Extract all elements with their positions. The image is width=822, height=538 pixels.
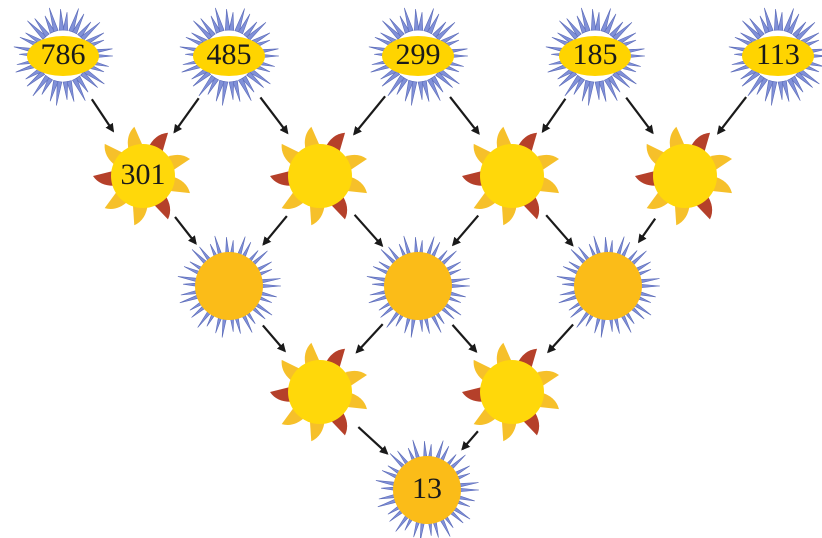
node-row2-4 (635, 126, 733, 226)
daisy-icon (366, 235, 471, 338)
daisy-oval-icon (545, 7, 646, 106)
arrow-row1-5-to-row2-4 (717, 96, 748, 135)
node-row1-4: 185 (545, 7, 646, 106)
node-row3-1 (177, 235, 282, 338)
arrow-row1-4-to-row2-4 (625, 96, 654, 135)
node-row2-3 (462, 126, 560, 226)
daisy-icon (177, 235, 282, 338)
node-row1-2: 485 (179, 7, 280, 106)
nodes-layer: 786 485 299 185 113 301 13 (13, 7, 822, 538)
arrow-row3-2-to-row4-2 (451, 324, 478, 353)
daisy-oval-icon (179, 7, 280, 106)
arrow-row2-1-to-row3-1 (174, 216, 197, 245)
node-row3-3 (556, 235, 661, 338)
arrow-row4-2-to-row5-1 (461, 430, 479, 451)
arrow-row3-2-to-row4-1 (355, 323, 384, 354)
daisy-icon (556, 235, 661, 338)
node-value-row5-1: 13 (412, 472, 442, 505)
arrow-row1-3-to-row2-2 (353, 95, 386, 136)
node-row5-1: 13 (375, 439, 480, 538)
arrow-row2-4-to-row3-3 (637, 217, 657, 244)
arrow-row1-2-to-row2-1 (173, 97, 200, 134)
node-row4-1 (270, 342, 368, 442)
daisy-oval-icon (728, 7, 822, 106)
arrows-layer (90, 95, 748, 455)
arrow-row3-1-to-row4-1 (262, 324, 286, 353)
node-value-row1-1: 786 (41, 38, 86, 71)
node-row1-3: 299 (368, 7, 469, 106)
sun-icon (462, 126, 560, 226)
arrow-row4-1-to-row5-1 (357, 426, 389, 455)
arrow-row1-2-to-row2-2 (259, 96, 289, 135)
arrow-row2-2-to-row3-1 (262, 215, 288, 246)
arrow-row3-3-to-row4-2 (547, 323, 574, 354)
node-value-row1-3: 299 (396, 38, 441, 71)
node-value-row1-4: 185 (573, 38, 618, 71)
node-row1-5: 113 (728, 7, 822, 106)
daisy-oval-icon (13, 7, 114, 106)
sun-icon (270, 342, 368, 442)
node-row2-2 (270, 126, 368, 226)
node-row3-2 (366, 235, 471, 338)
arrow-row2-2-to-row3-2 (353, 214, 384, 247)
node-value-row1-5: 113 (756, 38, 800, 71)
arrow-row2-3-to-row3-3 (545, 214, 574, 247)
arrow-row2-3-to-row3-2 (451, 214, 480, 247)
daisy-oval-icon (368, 7, 469, 106)
node-row1-1: 786 (13, 7, 114, 106)
sun-icon (270, 126, 368, 226)
sun-icon (93, 126, 191, 226)
node-row4-2 (462, 342, 560, 442)
arrow-row1-4-to-row2-3 (541, 98, 567, 134)
sun-icon (635, 126, 733, 226)
daisy-icon (375, 439, 480, 538)
arrow-row1-1-to-row2-1 (90, 98, 115, 133)
node-value-row1-2: 485 (207, 38, 252, 71)
arrow-row1-3-to-row2-3 (449, 96, 480, 135)
node-row2-1: 301 (93, 126, 191, 226)
node-value-row2-1: 301 (121, 158, 166, 191)
sun-icon (462, 342, 560, 442)
